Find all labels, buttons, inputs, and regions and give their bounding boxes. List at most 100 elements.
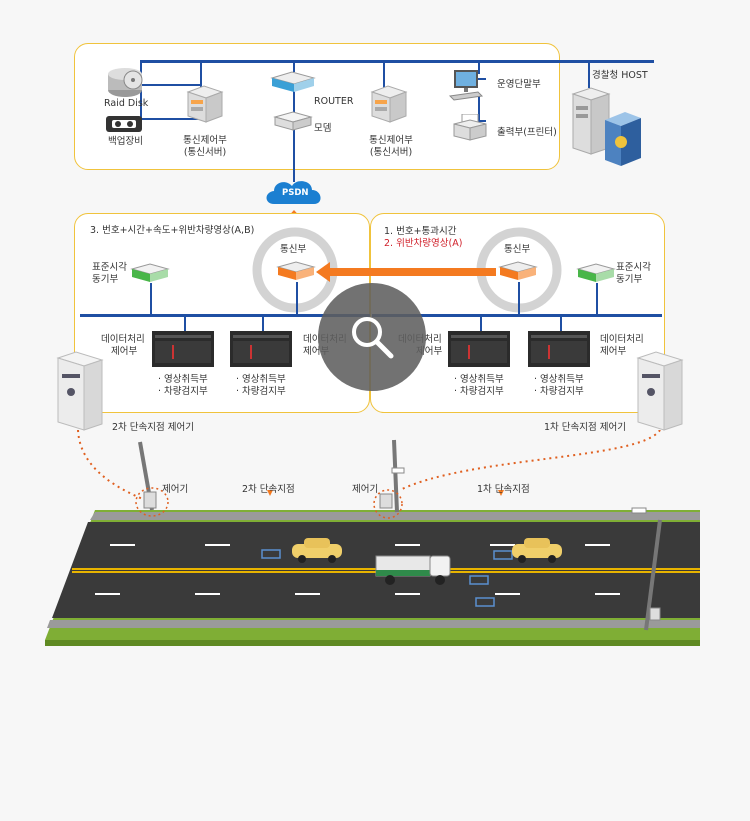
left-time-sync-label: 표준시각 동기부 bbox=[92, 262, 127, 286]
left-rack1-desc: · 영상취득부 · 차량검지부 bbox=[158, 374, 208, 398]
printer-label: 출력부(프린터) bbox=[497, 127, 557, 138]
bus-drop bbox=[383, 60, 385, 90]
right-rack2-desc: · 영상취득부 · 차량검지부 bbox=[534, 374, 584, 398]
data-rack-icon bbox=[528, 331, 590, 367]
right-comm-unit-label: 통신부 bbox=[504, 244, 531, 255]
desc-line: · 차량검지부 bbox=[454, 386, 504, 397]
dp-line1: 데이터처리 bbox=[600, 334, 644, 345]
camera-pole-mid bbox=[379, 439, 405, 513]
psdn-cloud-icon bbox=[266, 181, 321, 204]
comm-ctrl-right-line2: (통신서버) bbox=[369, 147, 413, 158]
right-panel-line2: 2. 위반차량영상(A) bbox=[384, 238, 463, 249]
backup-tape-icon bbox=[106, 116, 142, 132]
right-time-sync-line2: 동기부 bbox=[616, 274, 643, 285]
bus-link bbox=[478, 120, 486, 122]
controller1-label: 1차 단속지점 제어기 bbox=[544, 422, 627, 433]
left-comm-unit-label: 통신부 bbox=[280, 244, 307, 255]
ctrl-mid-label: 제어기 bbox=[352, 484, 379, 495]
left-time-sync-line1: 표준시각 bbox=[92, 262, 127, 273]
router-to-psdn-line bbox=[293, 90, 295, 182]
bus-drop bbox=[478, 94, 480, 120]
comm-server-icon bbox=[186, 85, 224, 123]
desc-line: · 영상취득부 bbox=[534, 374, 584, 385]
desc-line: · 영상취득부 bbox=[158, 374, 208, 385]
right-rack1-desc: · 영상취득부 · 차량검지부 bbox=[454, 374, 504, 398]
comm-ctrl-right-line1: 통신제어부 bbox=[369, 135, 413, 146]
bus-link bbox=[478, 78, 486, 80]
magnifier-icon bbox=[352, 317, 394, 359]
bus-drop bbox=[588, 60, 590, 88]
zoom-button[interactable] bbox=[318, 283, 426, 391]
comm-server-icon bbox=[370, 85, 408, 123]
right-time-sync-label: 표준시각 동기부 bbox=[616, 262, 651, 286]
dp-line2: 제어부 bbox=[600, 346, 627, 357]
taxi-car bbox=[512, 538, 562, 563]
controller2-label: 2차 단속지점 제어기 bbox=[112, 422, 195, 433]
right-panel-line1: 1. 번호+통과시간 bbox=[384, 226, 457, 237]
police-host-icon bbox=[571, 87, 641, 166]
bus-link bbox=[140, 118, 200, 120]
controller-cabinet-icon bbox=[56, 351, 104, 431]
time-sync-device-icon bbox=[130, 263, 170, 282]
road-scene bbox=[45, 430, 700, 646]
right-dp-right-label: 데이터처리 제어부 bbox=[600, 334, 644, 358]
bus-drop bbox=[184, 314, 186, 334]
router-icon bbox=[270, 71, 316, 92]
comm-ctrl-right-label: 통신제어부 (통신서버) bbox=[366, 135, 416, 159]
left-panel-bus bbox=[80, 314, 370, 317]
bus-drop bbox=[293, 60, 295, 72]
dp-line2: 제어부 bbox=[111, 346, 138, 357]
right-panel-bus bbox=[372, 314, 662, 317]
comm-ctrl-left-label: 통신제어부 (통신서버) bbox=[180, 135, 230, 159]
router-label: ROUTER bbox=[314, 96, 354, 107]
dp-line1: 데이터처리 bbox=[101, 334, 145, 345]
data-rack-icon bbox=[230, 331, 292, 367]
desc-line: · 영상취득부 bbox=[454, 374, 504, 385]
desc-line: · 영상취득부 bbox=[236, 374, 286, 385]
desc-line: · 차량검지부 bbox=[236, 386, 286, 397]
modem-label: 모뎀 bbox=[314, 123, 332, 134]
dp-line2: 제어부 bbox=[416, 346, 443, 357]
left-time-sync-line2: 동기부 bbox=[92, 274, 119, 285]
bus-drop bbox=[262, 314, 264, 334]
bus-drop bbox=[596, 283, 598, 314]
bus-link bbox=[140, 84, 200, 86]
raid-disk-icon bbox=[108, 68, 143, 97]
comm-ctrl-left-line2: (통신서버) bbox=[183, 147, 227, 158]
backup-label: 백업장비 bbox=[108, 136, 143, 147]
left-dp-left-label: 데이터처리 제어부 bbox=[101, 334, 145, 358]
transfer-arrow bbox=[316, 262, 496, 282]
bus-drop bbox=[200, 60, 202, 90]
data-rack-icon bbox=[448, 331, 510, 367]
desc-line: · 차량검지부 bbox=[158, 386, 208, 397]
controller-cabinet-icon bbox=[636, 351, 684, 431]
time-sync-device-icon bbox=[576, 263, 616, 282]
bus-drop bbox=[150, 283, 152, 314]
point1-label: 1차 단속지점 bbox=[477, 484, 530, 495]
raid-disk-label: Raid Disk bbox=[104, 98, 149, 109]
truck bbox=[375, 555, 451, 585]
comm-device-icon bbox=[276, 261, 316, 280]
right-time-sync-line1: 표준시각 bbox=[616, 262, 651, 273]
data-rack-icon bbox=[152, 331, 214, 367]
comm-device-icon bbox=[498, 261, 538, 280]
ctrl-left-label: 제어기 bbox=[162, 484, 189, 495]
bus-drop bbox=[480, 314, 482, 334]
bus-drop bbox=[518, 282, 520, 314]
bus-drop bbox=[296, 282, 298, 314]
camera-pole-right bbox=[631, 507, 662, 631]
backbone-bus bbox=[140, 60, 654, 63]
bus-drop bbox=[560, 314, 562, 334]
left-rack2-desc: · 영상취득부 · 차량검지부 bbox=[236, 374, 286, 398]
psdn-label: PSDN bbox=[282, 188, 309, 198]
taxi-car bbox=[292, 538, 342, 563]
bus-drop bbox=[478, 60, 480, 74]
desc-line: · 차량검지부 bbox=[534, 386, 584, 397]
printer-icon bbox=[453, 114, 487, 141]
comm-ctrl-left-line1: 통신제어부 bbox=[183, 135, 227, 146]
operator-terminal-label: 운영단말부 bbox=[497, 79, 541, 90]
left-panel-title: 3. 번호+시간+속도+위반차량영상(A,B) bbox=[90, 225, 255, 236]
computer-icon bbox=[448, 70, 484, 101]
point2-label: 2차 단속지점 bbox=[242, 484, 295, 495]
camera-pole-left bbox=[138, 441, 157, 511]
